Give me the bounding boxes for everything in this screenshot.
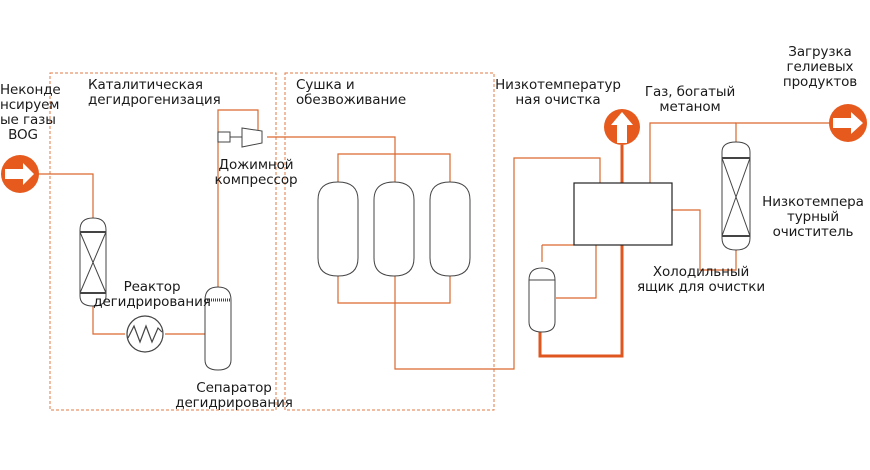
dehydro-separator-vessel <box>204 286 232 371</box>
label-catalytic-section: Каталитическая дегидрогенизация <box>88 77 221 108</box>
label-dehydro-reactor: Реактор дегидрирования <box>93 279 211 310</box>
pipe-coldbox-to-purifier <box>672 209 737 271</box>
right-arrow-circle-icon <box>829 104 867 142</box>
up-arrow-circle-icon <box>604 109 640 145</box>
label-inlet-gas: Неконде нсируем ые газы BOG <box>0 82 61 143</box>
pipe-reactor-to-exchanger <box>92 305 125 335</box>
dryer-left <box>317 181 359 277</box>
dryer-top-header <box>337 153 451 190</box>
bold-pipelines <box>538 145 624 358</box>
pipe-inlet-to-reactor <box>38 173 94 222</box>
heat-exchanger-icon <box>126 315 164 353</box>
label-cold-box: Холодильный ящик для очистки <box>636 264 766 295</box>
compressor-icon <box>217 127 263 148</box>
pipelines <box>38 109 830 370</box>
pipe-purifier-to-product <box>735 122 830 142</box>
drying-section-box <box>284 72 495 411</box>
dryer-right <box>429 181 471 277</box>
dryer-vessels <box>317 181 471 277</box>
pipe-bold-return <box>538 245 624 358</box>
label-helium-product: Загрузка гелиевых продуктов <box>782 44 858 90</box>
catalytic-section-box <box>49 72 277 411</box>
pipe-separator-to-compressor <box>217 109 259 287</box>
label-methane-rich-gas: Газ, богатый метаном <box>644 84 736 115</box>
pipe-dryers-to-coldbox <box>394 157 601 370</box>
low-temp-purifier-vessel <box>721 141 751 251</box>
small-separator-vessel <box>528 267 556 333</box>
label-drying-section: Сушка и обезвоживание <box>296 77 407 108</box>
dehydro-reactor-vessel <box>79 217 107 307</box>
label-dehydro-separator: Сепаратор дегидрирования <box>175 380 293 411</box>
label-booster-compressor: Дожимной компрессор <box>214 157 298 188</box>
cold-box <box>573 182 673 246</box>
right-arrow-circle-icon <box>1 155 39 193</box>
pipe-coldbox-to-small-separator <box>556 245 597 299</box>
label-low-temp-purifier: Низкотемпера турный очиститель <box>762 194 864 240</box>
pipe-methane-gas <box>649 122 736 183</box>
dryer-bottom-header <box>337 270 451 304</box>
label-low-temp-purification: Низкотемператур ная очистка <box>495 77 621 108</box>
dryer-middle <box>373 181 415 277</box>
pipe-compressor-to-dryers <box>267 136 396 154</box>
